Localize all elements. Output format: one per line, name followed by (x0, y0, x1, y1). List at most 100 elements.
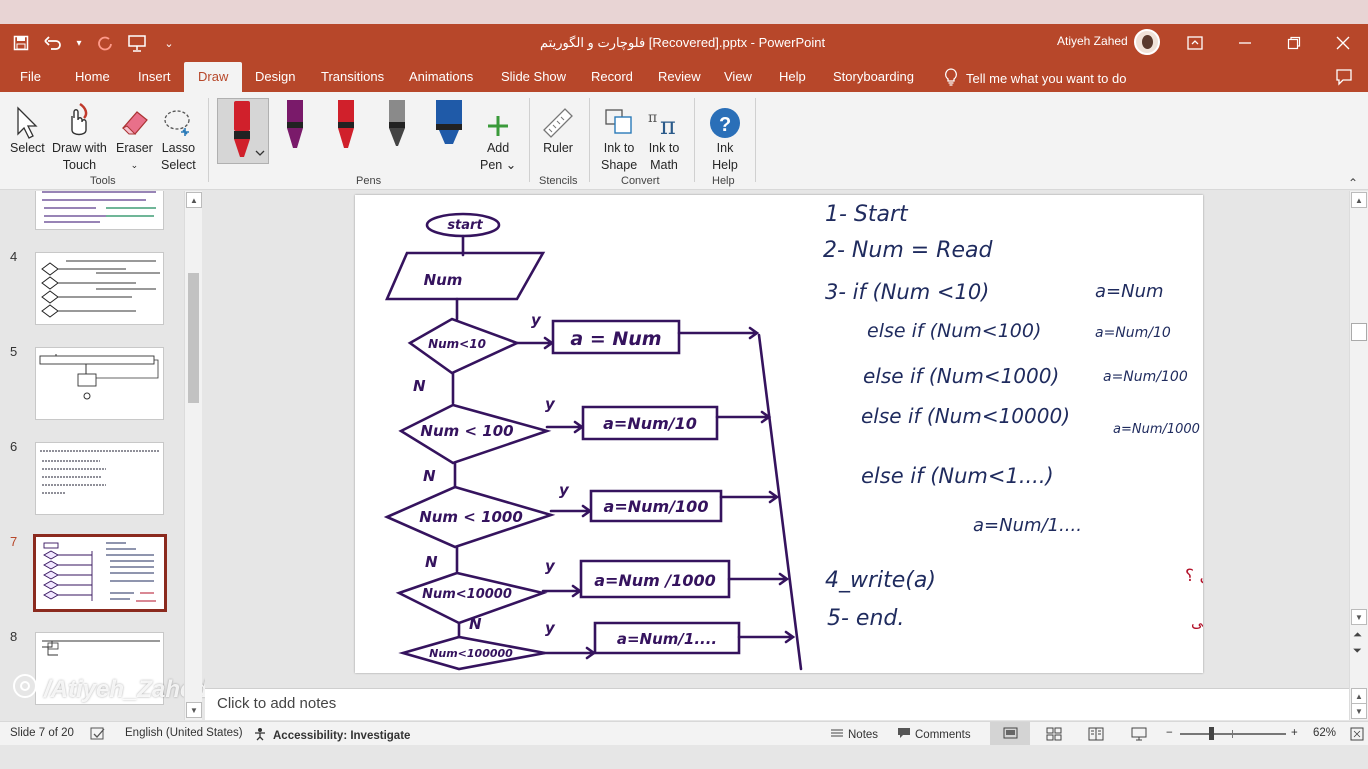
present-icon[interactable] (126, 32, 148, 54)
tab-slide-show[interactable]: Slide Show (501, 69, 567, 84)
pen-gray-pencil[interactable] (384, 100, 410, 163)
next-slide-icon[interactable]: ⏷ (1353, 645, 1362, 657)
slide-thumbnail-4[interactable] (35, 252, 164, 325)
restore-icon[interactable] (1281, 30, 1307, 56)
chevron-down-icon: ⌄ (130, 160, 139, 170)
flow-output-label: a=Num /1000 (594, 571, 716, 590)
scroll-down-icon[interactable]: ▼ (186, 702, 202, 718)
user-name[interactable]: Atiyeh Zahed (1057, 34, 1128, 48)
reading-view-icon[interactable] (1088, 727, 1104, 741)
spelling-icon[interactable] (90, 727, 106, 741)
save-icon[interactable] (10, 32, 32, 54)
highlighter-blue[interactable] (433, 100, 465, 163)
ribbon-separator (755, 98, 756, 182)
slide-number: 8 (10, 629, 18, 644)
slide-number-selected: 7 (10, 534, 18, 549)
ink-to-shape-button[interactable]: Ink to Shape (601, 96, 637, 174)
editor-scrollbar[interactable]: ▲ ▼ ⏶ ⏷ ▲ ▼ (1349, 191, 1368, 720)
zoom-in-icon[interactable]: + (1291, 727, 1298, 739)
scroll-up-icon[interactable]: ▲ (1351, 688, 1367, 704)
close-icon[interactable] (1330, 30, 1356, 56)
algorithm-else-4-result: a=Num/1.... (973, 515, 1082, 536)
redo-icon[interactable] (94, 32, 116, 54)
previous-slide-icon[interactable]: ⏶ (1353, 629, 1362, 641)
window-title: فلوچارت و الگوریتم [Recovered].pptx - Po… (540, 35, 826, 50)
tab-record[interactable]: Record (591, 69, 633, 84)
scroll-down-icon[interactable]: ▼ (1351, 609, 1367, 625)
minimize-icon[interactable] (1232, 30, 1258, 56)
undo-icon[interactable] (42, 32, 64, 54)
accessibility-status[interactable]: Accessibility: Investigate (253, 727, 410, 744)
tab-review[interactable]: Review (658, 69, 701, 84)
draw-with-touch-button[interactable]: Draw with Touch (52, 96, 107, 174)
zoom-slider-thumb[interactable] (1209, 727, 1214, 740)
slide-number: 5 (10, 344, 18, 359)
slideshow-view-icon[interactable] (1131, 727, 1147, 741)
zoom-level[interactable]: 62% (1313, 727, 1337, 739)
ruler-button[interactable]: Ruler (541, 96, 575, 157)
slide-sorter-icon[interactable] (1046, 727, 1062, 741)
notes-button[interactable]: Notes (830, 727, 878, 742)
ribbon-separator (589, 98, 590, 182)
tab-draw[interactable]: Draw (184, 62, 243, 92)
customize-icon[interactable]: ⌄ (164, 37, 174, 50)
lightbulb-icon (944, 68, 958, 89)
ink-help-button[interactable]: ? Ink Help (708, 96, 742, 174)
slide-thumbnail-8[interactable] (35, 632, 164, 705)
slide-thumbnail-6[interactable] (35, 442, 164, 515)
scroll-up-icon[interactable]: ▲ (1351, 192, 1367, 208)
zoom-slider[interactable] (1180, 727, 1286, 740)
comments-icon[interactable] (1335, 68, 1353, 91)
zoom-out-icon[interactable]: − (1166, 727, 1173, 739)
slide-thumbnail-7-selected[interactable] (33, 534, 167, 612)
slide-thumbnail-3[interactable] (35, 191, 164, 230)
ribbon-display-icon[interactable] (1182, 30, 1208, 56)
tab-file[interactable]: File (20, 69, 41, 84)
algorithm-step-3-result: a=Num (1095, 281, 1164, 302)
tab-animations[interactable]: Animations (409, 69, 474, 84)
tell-me-search[interactable]: Tell me what you want to do (944, 68, 1126, 89)
avatar[interactable] (1134, 29, 1160, 55)
slide-number: 6 (10, 439, 18, 454)
question-note: سوال ؟ (1185, 566, 1203, 586)
eraser-button[interactable]: Eraser ⌄ (116, 96, 153, 174)
notes-pane[interactable]: Click to add notes (205, 688, 1349, 720)
pen-red-selected[interactable] (217, 98, 269, 164)
no-label: N (413, 377, 426, 395)
accessibility-icon (253, 727, 269, 744)
help-icon: ? (708, 96, 742, 140)
tab-help[interactable]: Help (779, 69, 806, 84)
tab-storyboarding[interactable]: Storyboarding (833, 69, 914, 84)
collapse-ribbon-icon[interactable]: ⌃ (1348, 176, 1359, 190)
tab-home[interactable]: Home (75, 69, 110, 84)
normal-view-button[interactable] (990, 722, 1030, 745)
lasso-select-button[interactable]: Lasso Select (161, 96, 196, 174)
pen-purple[interactable] (282, 100, 308, 163)
flow-arrow (549, 504, 593, 518)
tab-transitions[interactable]: Transitions (321, 69, 385, 84)
tab-view[interactable]: View (724, 69, 752, 84)
scroll-down-icon[interactable]: ▼ (1351, 703, 1367, 719)
scroll-up-icon[interactable]: ▲ (186, 192, 202, 208)
scrollbar-thumb[interactable] (1351, 323, 1367, 341)
comments-button[interactable]: Comments (897, 727, 971, 742)
ribbon-separator (529, 98, 530, 182)
tab-design[interactable]: Design (255, 69, 296, 84)
pen-red[interactable] (333, 100, 359, 163)
thumbnails-scrollbar[interactable]: ▲ ▼ (184, 191, 202, 720)
tab-insert[interactable]: Insert (138, 69, 171, 84)
fit-to-window-icon[interactable] (1350, 727, 1364, 741)
undo-dropdown-icon[interactable]: ▾ (76, 37, 82, 49)
slide-canvas[interactable]: start Num Num<10 Num < 100 Num < 1000 Nu… (355, 195, 1365, 673)
add-pen-button[interactable]: Add Pen ⌄ (480, 96, 516, 174)
language-status[interactable]: English (United States) (125, 727, 243, 739)
scrollbar-thumb[interactable] (188, 273, 199, 403)
flow-input-label: Num (424, 271, 463, 289)
flow-decision-4 (395, 571, 548, 625)
tools-group-label: Tools (90, 175, 116, 187)
select-button[interactable]: Select (10, 96, 45, 157)
flow-output-label: a=Num/100 (604, 497, 709, 516)
slide-thumbnail-5[interactable] (35, 347, 164, 420)
yes-label: y (545, 557, 556, 575)
